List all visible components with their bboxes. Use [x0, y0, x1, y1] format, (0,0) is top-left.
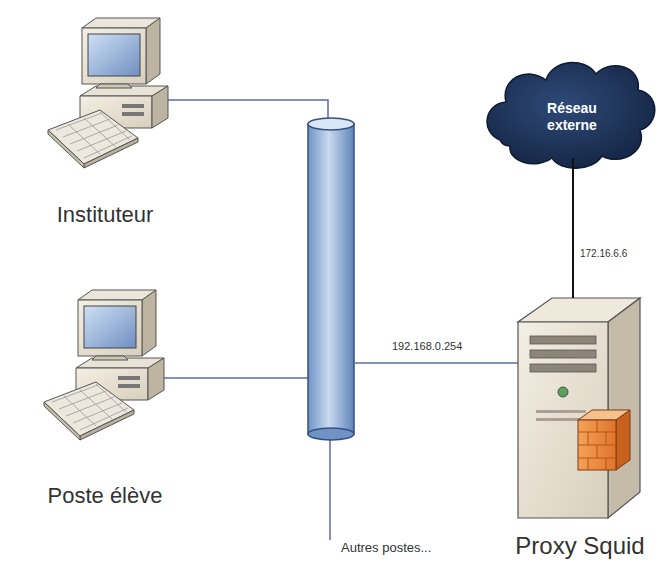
- note-label: Autres postes...: [341, 540, 431, 555]
- node-label: Poste élève: [48, 483, 163, 509]
- firewall-badge: [578, 420, 616, 470]
- cloud-shape: [487, 63, 655, 169]
- firewall-badge: [616, 410, 630, 470]
- computer-node: Instituteur: [5, 198, 205, 232]
- server-tower: [530, 336, 596, 344]
- ip-address: 192.168.0.254: [392, 340, 462, 352]
- server-tower: [608, 298, 640, 518]
- network-wire: [355, 362, 522, 364]
- network-wire: [155, 377, 308, 379]
- firewall-badge: [578, 420, 616, 470]
- network-bus: [308, 118, 354, 130]
- firewall-badge: [597, 420, 598, 432]
- network-cloud: Réseau externe: [496, 70, 648, 164]
- firewall-badge: [606, 432, 607, 445]
- network-wire: [155, 100, 522, 540]
- proxy-server: Proxy Squid: [505, 298, 655, 560]
- server-tower: [530, 364, 596, 372]
- firewall-badge: [606, 458, 607, 470]
- network-bus: [308, 428, 354, 440]
- firewall-badge: [588, 458, 589, 470]
- server-tower: [530, 350, 596, 358]
- firewall-badge: [578, 410, 630, 470]
- node-label: Réseau externe: [537, 100, 607, 135]
- computer-icon: [48, 18, 168, 168]
- server-tower: [518, 298, 640, 518]
- network-link: [573, 158, 574, 298]
- server-tower: [558, 387, 568, 397]
- firewall-badge: [588, 432, 589, 445]
- network-bus: [309, 125, 353, 127]
- network-wire: [160, 100, 328, 125]
- firewall-badge: [597, 445, 598, 458]
- network-wire: [329, 438, 331, 540]
- network-link: [572, 158, 574, 298]
- network-bus: [308, 124, 354, 434]
- computer-node: Poste élève: [5, 478, 205, 514]
- node-label: Instituteur: [57, 202, 154, 228]
- node-label: Proxy Squid: [515, 532, 644, 560]
- server-tower: [536, 410, 586, 413]
- computer-icon: [44, 290, 164, 440]
- network-bus: [308, 118, 354, 440]
- ip-address: 172.16.6.6: [579, 248, 628, 259]
